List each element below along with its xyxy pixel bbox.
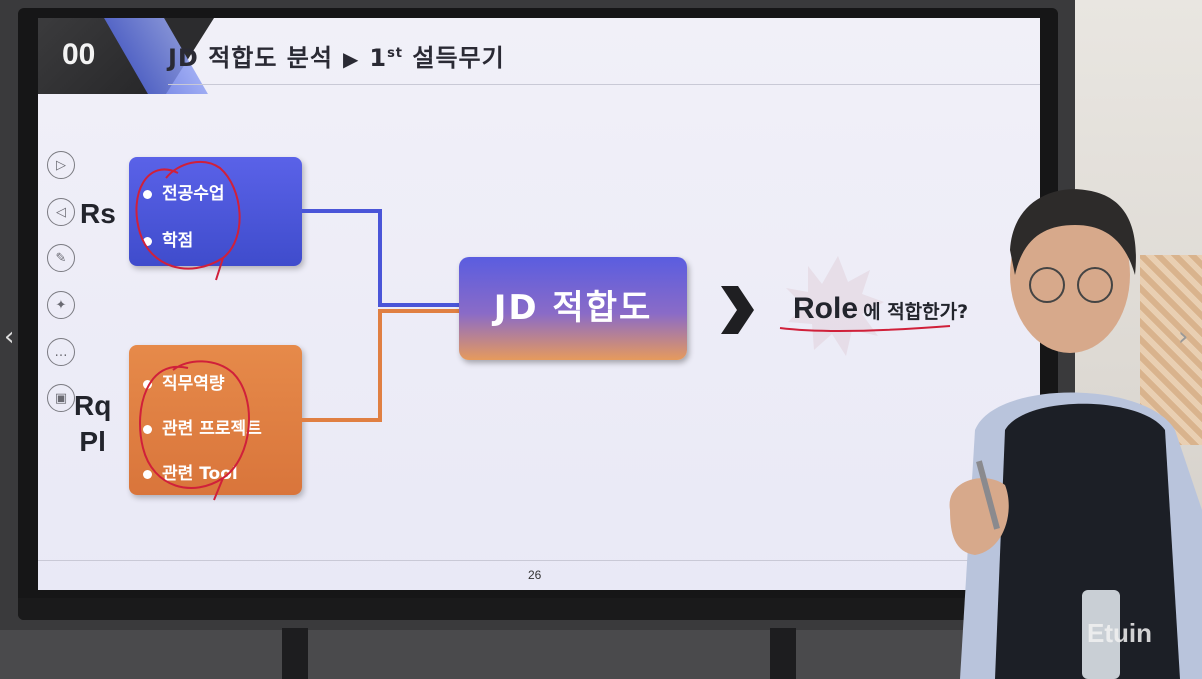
glasses-right bbox=[1077, 267, 1113, 303]
chevron-arrow-icon bbox=[721, 286, 754, 334]
pen-icon[interactable]: ✎ bbox=[47, 244, 75, 272]
presenter bbox=[949, 189, 1202, 679]
role-question: Role 에 적합한가? bbox=[793, 292, 968, 326]
rq-box: 직무역량 관련 프로젝트 관련 Tool bbox=[129, 345, 302, 495]
role-suffix: 에 적합한가? bbox=[863, 301, 969, 323]
annotation-circle-rs bbox=[135, 160, 241, 281]
title-part2: 설득무기 bbox=[412, 44, 505, 72]
monitor-chin bbox=[18, 598, 1058, 620]
monitor-stand-right bbox=[770, 628, 796, 679]
annotation-circle-rq bbox=[139, 360, 250, 501]
slide-title: JD 적합도 분석 ▶ 1st 설득무기 bbox=[168, 38, 505, 73]
rq-label: Rq Pl bbox=[74, 388, 111, 460]
chevron-left-icon[interactable]: ‹ bbox=[4, 322, 15, 352]
brand-watermark: Etuin bbox=[1087, 618, 1152, 648]
chevron-right-icon[interactable]: › bbox=[1178, 322, 1189, 352]
bullet-icon bbox=[143, 424, 152, 434]
bullet-icon bbox=[143, 236, 152, 246]
presenter-head bbox=[1010, 197, 1130, 353]
header-divider bbox=[168, 84, 1040, 85]
more-options-icon[interactable]: … bbox=[47, 338, 75, 366]
list-item: 직무역량 bbox=[143, 369, 225, 394]
list-item: 관련 프로젝트 bbox=[143, 414, 262, 439]
title-ordinal: 1 bbox=[369, 44, 388, 72]
monitor-stand-left bbox=[282, 628, 308, 679]
glasses-left bbox=[1029, 267, 1065, 303]
role-word: Role bbox=[793, 292, 859, 325]
rs-connector bbox=[302, 209, 459, 307]
bullet-icon bbox=[143, 379, 152, 389]
list-item: 학점 bbox=[143, 226, 193, 251]
list-item: 전공수업 bbox=[143, 179, 225, 204]
jd-fit-box: JD 적합도 bbox=[459, 257, 687, 360]
play-forward-icon[interactable]: ▷ bbox=[47, 151, 75, 179]
slide-number: 00 bbox=[62, 38, 96, 71]
rq-connector bbox=[302, 309, 459, 422]
bullet-icon bbox=[143, 189, 152, 199]
water-bottle bbox=[1082, 590, 1120, 679]
title-part1: JD 적합도 분석 bbox=[168, 44, 333, 72]
annotation-underline bbox=[779, 325, 951, 333]
rq-label-line2: Pl bbox=[79, 426, 106, 457]
slide-screen: 00 JD 적합도 분석 ▶ 1st 설득무기 ▷ ◁ ✎ ✦ … ▣ Rs Rq … bbox=[38, 18, 1040, 590]
footer-divider bbox=[38, 560, 1040, 561]
rs-label: Rs bbox=[80, 198, 116, 229]
connector-layer bbox=[135, 160, 951, 501]
list-item: 관련 Tool bbox=[143, 459, 238, 484]
rq-label-line1: Rq bbox=[74, 390, 112, 421]
presenter-hair bbox=[1010, 189, 1136, 275]
presenter-hand bbox=[949, 478, 1009, 555]
play-arrow-icon: ▶ bbox=[342, 47, 360, 71]
pen-in-hand bbox=[976, 460, 1000, 530]
display-icon[interactable]: ▣ bbox=[47, 384, 75, 412]
page-number: 26 bbox=[528, 568, 542, 582]
presenter-vest bbox=[995, 403, 1180, 679]
pointer-icon[interactable]: ✦ bbox=[47, 291, 75, 319]
play-back-icon[interactable]: ◁ bbox=[47, 198, 75, 226]
bullet-icon bbox=[143, 469, 152, 479]
title-ordinal-suffix: st bbox=[387, 46, 404, 61]
rs-box: 전공수업 학점 bbox=[129, 157, 302, 266]
